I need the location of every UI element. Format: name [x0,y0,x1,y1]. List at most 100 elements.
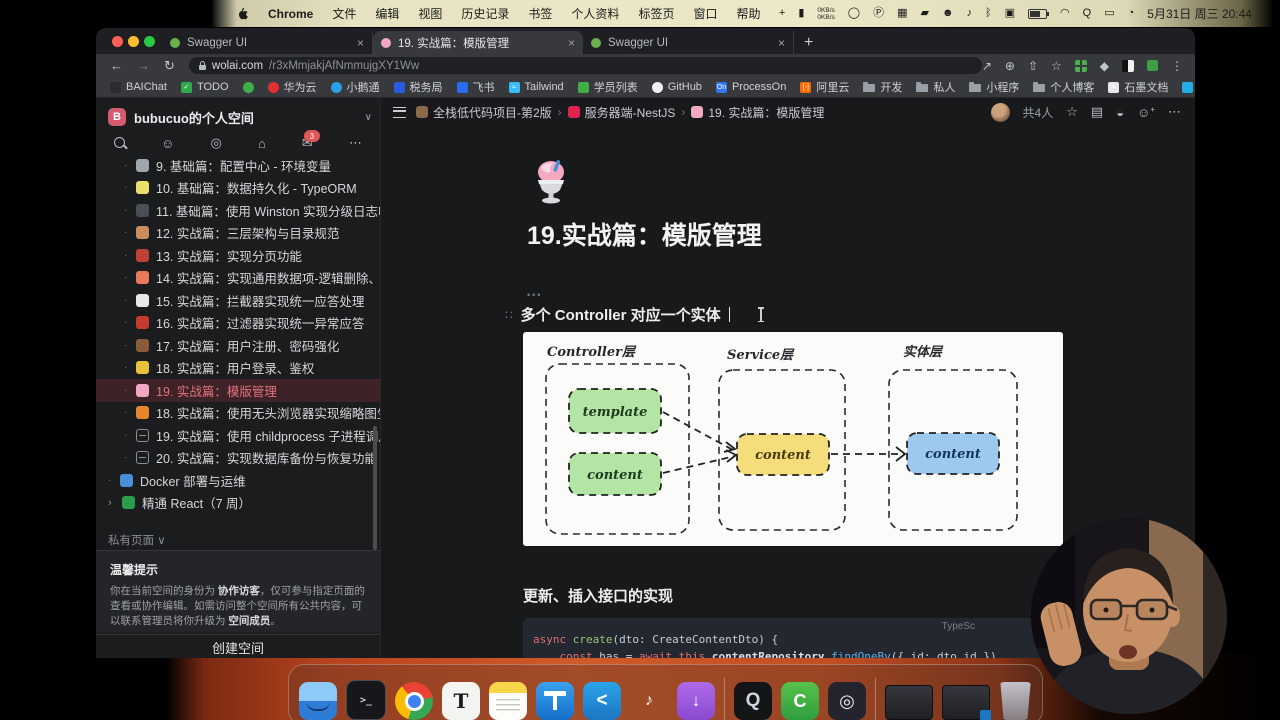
pen-icon[interactable]: ▰ [920,7,929,19]
dock-item-netease-music[interactable]: ♪ [645,692,653,709]
reload-icon[interactable]: ↻ [164,57,175,73]
tab-close-icon[interactable]: × [777,35,785,50]
browser-tab[interactable]: Swagger UI× [162,31,373,54]
sidebar-page-item[interactable]: ·9. 基础篇：配置中心 - 环境变量 [96,154,380,177]
sidebar-page-item[interactable]: ·20. 实战篇：实现数据库备份与恢复功能 [96,447,380,470]
extension-green-icon[interactable] [1147,60,1158,71]
target-icon[interactable]: ◎ [210,135,222,150]
sidebar-page-item[interactable]: ·19. 实战篇：模版管理 [96,379,380,402]
opera-icon[interactable]: ◯ [847,7,861,19]
bookmark-item[interactable]: ✓TODO [180,81,229,93]
menubar-menu-item[interactable]: 标签页 [638,7,675,21]
menubar-menu-item[interactable]: 视图 [418,7,443,21]
color-meter-icon[interactable]: ◔ [1127,7,1135,19]
sidebar-page-item[interactable]: ·19. 实战篇：使用 childprocess 子进程调用终端... [96,424,380,447]
extensions-puzzle-icon[interactable]: ◆ [1099,58,1109,73]
dock-item-obs[interactable]: ◎ [828,682,866,720]
forward-icon[interactable]: → [137,58,150,73]
breadcrumb-item[interactable]: 19. 实战篇：模版管理 [691,104,824,121]
page-more-icon[interactable]: ⋯ [1168,104,1181,119]
sidebar-page-item[interactable]: ›精通 React（7 周） [96,492,380,515]
dock-item-chrome[interactable] [395,682,433,720]
menubar-menu-item[interactable]: 个人资料 [571,7,620,21]
page-emoji-shaved-ice[interactable] [529,158,573,209]
s-app-icon[interactable]: ▣ [1004,7,1016,19]
bluetooth-icon[interactable]: ᛒ [985,7,992,19]
extension-grid-icon[interactable] [1074,59,1087,72]
tab-close-icon[interactable]: × [356,35,364,50]
sidebar-page-item[interactable]: ·15. 实战篇：拦截器实现统一应答处理 [96,289,380,312]
dock-item-terminal[interactable]: >_ [346,680,386,720]
browser-tab[interactable]: Swagger UI× [583,31,794,54]
menubar-menu-item[interactable]: 帮助 [736,7,761,21]
volume-icon[interactable]: ♪ [966,7,973,19]
sidebar-page-item[interactable]: ·10. 基础篇：数据持久化 - TypeORM [96,177,380,200]
zoom-page-icon[interactable]: ⊕ [1004,58,1015,73]
sidebar-scrollbar[interactable] [373,426,377,550]
keyboard-icon[interactable]: ▦ [897,7,908,19]
menubar-menu-item[interactable]: 编辑 [375,7,400,21]
dock-item-finder[interactable] [299,682,337,720]
dock-item-trash[interactable] [1000,682,1031,720]
dock-item-window-thumb-2[interactable] [942,685,991,720]
extension-contrast-icon[interactable] [1122,59,1134,72]
menubar-menu-item[interactable]: 窗口 [693,7,718,21]
plus-icon[interactable]: + [778,7,786,19]
present-icon[interactable]: ▤ [1090,104,1104,119]
address-bar[interactable]: wolai.com/r3xMmjakjAfNmmujgXY1Ww [188,57,982,74]
dock-item-camtasia[interactable]: C [781,682,819,720]
avatar[interactable] [990,102,1010,122]
bookmark-item[interactable]: 开发 [863,79,902,95]
bookmark-item[interactable]: 飞书 [456,79,495,95]
bookmark-item[interactable]: 税务局 [393,79,443,95]
menubar-menu-item[interactable]: 书签 [528,7,553,21]
private-pages-section[interactable]: 私有页面 ∨ [108,535,166,547]
menubar-clock[interactable]: 5月31日 周三 20:44 [1147,7,1252,21]
wifi-icon[interactable]: ◠ [1060,7,1070,19]
invite-icon[interactable]: ☺+ [1137,104,1155,120]
favorite-star-icon[interactable]: ☆ [1066,104,1078,119]
search-icon[interactable] [114,136,125,151]
sidebar-page-item[interactable]: ·11. 基础篇：使用 Winston 实现分级日志收集 [96,199,380,222]
dock-item-typora[interactable]: T [442,682,480,720]
sidebar-page-item[interactable]: ·12. 实战篇：三层架构与目录规范 [96,222,380,245]
more-icon[interactable]: ⋯ [348,135,362,150]
bookmark-item[interactable]: 小鹅通 [330,79,380,95]
apple-menu-icon[interactable] [237,7,249,21]
bookmark-item[interactable]: 华为云 [267,79,317,95]
dock-item-keynote[interactable] [536,682,574,720]
bookmark-item[interactable]: BAIChat [110,81,167,93]
sidebar-page-item[interactable]: ·18. 实战篇：使用无头浏览器实现缩略图生成 [96,402,380,425]
home-icon[interactable]: ⌂ [257,135,266,151]
back-icon[interactable]: ← [110,58,123,73]
sidebar-page-item[interactable]: ·18. 实战篇：用户登录、鉴权 [96,357,380,380]
bookmark-item[interactable]: 学员列表 [577,79,638,95]
expand-chevron-icon[interactable]: › [108,496,112,509]
bookmark-item[interactable]: ≈Tailwind [508,81,564,93]
bookmark-item[interactable]: ✎石墨文档 [1108,79,1168,95]
open-in-app-icon[interactable]: ↗ [981,58,992,73]
sidebar-page-item[interactable]: ·13. 实战篇：实现分页功能 [96,244,380,267]
tab-close-icon[interactable]: × [567,35,575,50]
battery-icon[interactable] [1028,8,1050,19]
sidebar-page-item[interactable]: ·16. 实战篇：过滤器实现统一异常应答 [96,312,380,335]
parallels-icon[interactable]: Ⓟ [873,7,885,19]
display-icon[interactable]: ▭ [1104,7,1115,19]
bookmark-item[interactable]: 个人博客 [1033,79,1094,95]
dock-item-window-thumb-1[interactable] [885,685,933,720]
menubar-menu-item[interactable]: 历史记录 [461,7,510,21]
browser-menu-icon[interactable]: ⋮ [1171,58,1183,73]
traffic-light-close[interactable] [112,36,123,47]
bookmark-item[interactable]: 小程序 [969,79,1019,95]
traffic-light-zoom[interactable] [144,36,155,47]
dock-item-quicktime[interactable]: Q [734,682,772,720]
bookmark-item[interactable] [242,81,254,93]
building-icon[interactable]: ▮ [798,7,805,19]
inbox-icon[interactable]: ✉3 [302,130,320,151]
sidebar-page-item[interactable]: ·Docker 部署与运维 [96,469,380,492]
new-tab-button[interactable]: + [804,33,814,51]
drag-handle-icon[interactable]: ∷ [505,307,513,322]
browser-tab[interactable]: 19. 实战篇：模版管理× [373,31,583,54]
